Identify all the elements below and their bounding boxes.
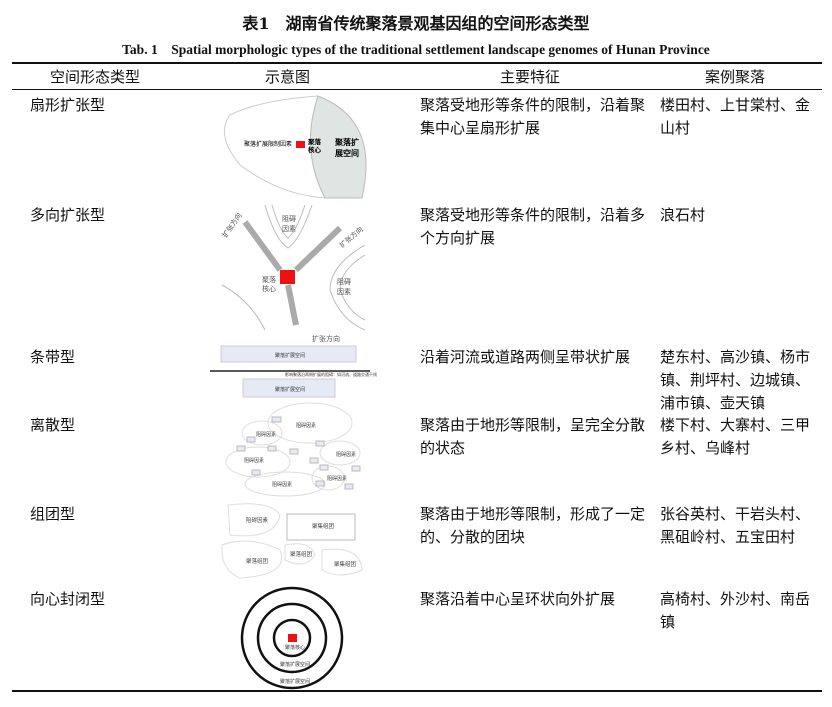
header-rule <box>12 89 822 90</box>
svg-text:聚落扩展空间: 聚落扩展空间 <box>280 678 310 685</box>
row-cases: 浪石村 <box>660 206 706 224</box>
row-type: 向心封闭型 <box>30 590 106 608</box>
fan-core-a: 聚落 <box>307 137 322 146</box>
fan-space-a: 聚落扩 <box>334 137 359 147</box>
row-feature: 沿着河流或道路两侧呈带状扩展 <box>420 348 631 366</box>
multi-diagram: 阻碍因素 阻碍因素 聚落核心 扩张方向 扩张方向 扩张方向 <box>220 204 366 343</box>
svg-text:聚集组团: 聚集组团 <box>312 522 335 530</box>
table-subtitle: Tab. 1 Spatial morphologic types of the … <box>122 42 710 57</box>
fan-space-b: 展空间 <box>334 148 359 158</box>
svg-text:阻碍因素: 阻碍因素 <box>246 516 269 524</box>
row-type: 条带型 <box>30 348 76 366</box>
row-feature: 聚落由于地形等限制，形成了一定的、分散的团块 <box>420 505 646 546</box>
top-rule <box>12 62 822 64</box>
svg-text:因素: 因素 <box>282 224 296 233</box>
svg-text:阻碍因素: 阻碍因素 <box>296 422 316 429</box>
svg-text:聚落扩展空间: 聚落扩展空间 <box>280 661 310 668</box>
svg-text:阻碍: 阻碍 <box>282 214 296 223</box>
row-type: 多向扩张型 <box>30 206 106 224</box>
header-feature: 主要特征 <box>500 68 561 86</box>
header-type: 空间形态类型 <box>50 68 141 86</box>
bottom-rule <box>12 690 822 692</box>
row-cases: 高椅村、外沙村、南岳镇 <box>660 590 811 631</box>
row-cases: 张谷英村、干岩头村、黑砠岭村、五宝田村 <box>660 505 811 546</box>
svg-text:聚落扩展空间: 聚落扩展空间 <box>275 352 305 359</box>
row-feature: 聚落受地形等条件的限制，沿着聚集中心呈扇形扩展 <box>420 96 646 137</box>
svg-text:阻碍因素: 阻碍因素 <box>272 481 292 488</box>
svg-text:因素: 因素 <box>337 287 351 296</box>
svg-text:阻碍因素: 阻碍因素 <box>327 475 347 482</box>
svg-text:聚落扩展空间: 聚落扩展空间 <box>275 386 305 393</box>
row-cases: 楚东村、高沙镇、杨市镇、荆坪村、边城镇、浦市镇、壶天镇 <box>660 348 811 412</box>
row-feature: 聚落由于地形等限制，呈完全分散的状态 <box>420 416 646 457</box>
svg-text:扩张方向: 扩张方向 <box>338 225 365 250</box>
row-feature: 聚落沿着中心呈环状向外扩展 <box>420 590 616 608</box>
svg-text:聚落组团: 聚落组团 <box>290 550 313 558</box>
row-type: 组团型 <box>30 505 76 523</box>
row-type: 离散型 <box>30 416 76 434</box>
svg-text:扩张方向: 扩张方向 <box>220 211 243 239</box>
svg-text:影响聚落沿两侧扩展的阻碍：如河流、道路交通干线: 影响聚落沿两侧扩展的阻碍：如河流、道路交通干线 <box>285 371 377 377</box>
fan-diagram: 聚落扩展限制因素 聚落 核心 聚落扩 展空间 <box>223 95 367 199</box>
row-cases: 楼田村、上甘棠村、金山村 <box>660 96 811 137</box>
svg-text:阻碍因素: 阻碍因素 <box>244 457 264 464</box>
svg-text:聚落: 聚落 <box>262 275 276 284</box>
row-cases: 楼下村、大寨村、三甲乡村、乌峰村 <box>660 416 811 457</box>
header-diagram: 示意图 <box>265 68 311 86</box>
svg-text:阻碍因素: 阻碍因素 <box>336 451 356 458</box>
fan-core-b: 核心 <box>308 145 322 154</box>
header-cases: 案例聚落 <box>705 68 766 86</box>
svg-text:聚落组团: 聚落组团 <box>246 557 269 565</box>
row-feature: 聚落受地形等条件的限制，沿着多个方向扩展 <box>420 206 646 247</box>
row-type: 扇形扩张型 <box>30 96 106 114</box>
svg-text:聚集组团: 聚集组团 <box>334 560 357 568</box>
fan-limit-label: 聚落扩展限制因素 <box>244 140 292 148</box>
svg-text:聚落核心: 聚落核心 <box>285 644 305 651</box>
svg-text:阻碍: 阻碍 <box>337 277 351 286</box>
table-title: 表1 湖南省传统聚落景观基因组的空间形态类型 <box>242 14 590 33</box>
svg-text:阻碍因素: 阻碍因素 <box>256 431 276 438</box>
svg-text:核心: 核心 <box>262 284 276 293</box>
strip-diagram: 聚落扩展空间 影响聚落沿两侧扩展的阻碍：如河流、道路交通干线 聚落扩展空间 <box>210 345 377 398</box>
svg-text:扩张方向: 扩张方向 <box>312 334 340 343</box>
